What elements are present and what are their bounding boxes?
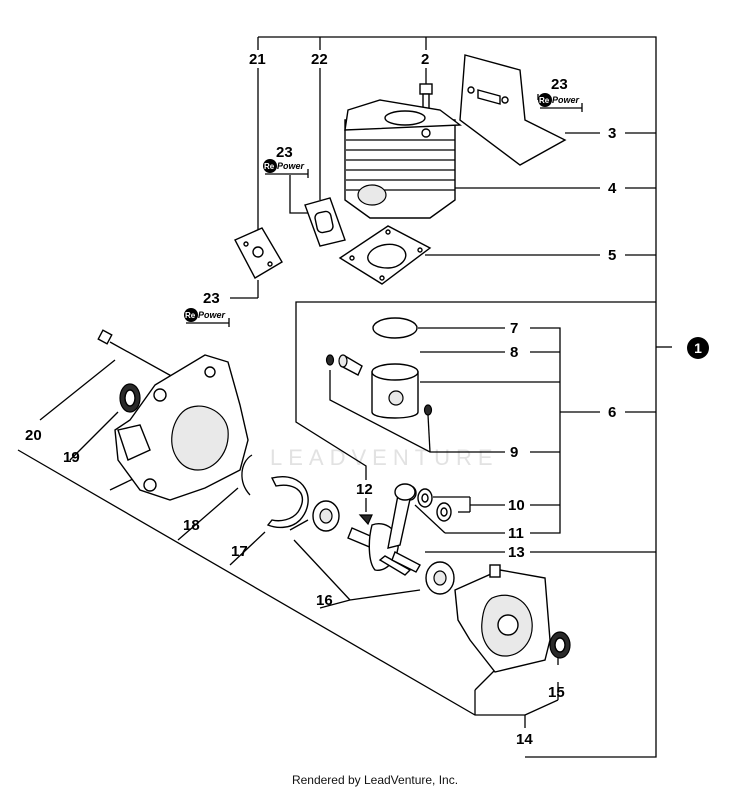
callout-16: 16 <box>316 592 333 609</box>
callout-11: 11 <box>508 525 524 542</box>
woodruff-key-icon <box>358 514 373 526</box>
callout-labels: 21 22 2 23 3 23 4 5 23 7 8 6 9 12 10 11 … <box>25 51 617 748</box>
callout-13: 13 <box>508 544 525 561</box>
piston-ring-icon <box>372 317 418 339</box>
callout-23-b: 23 <box>276 144 293 161</box>
callout-18: 18 <box>183 517 200 534</box>
callout-19: 19 <box>63 449 80 466</box>
callout-20: 20 <box>25 427 42 444</box>
leader-lines <box>17 36 672 758</box>
crankcase-left-icon <box>114 354 249 501</box>
oil-seal-right-icon <box>549 631 571 659</box>
svg-text:Power: Power <box>552 95 580 105</box>
callout-10: 10 <box>508 497 525 514</box>
needle-bearing-icon <box>417 488 452 522</box>
cylinder-gasket-icon <box>338 225 432 285</box>
repower-badge-1: Re Power <box>538 93 583 112</box>
callout-2: 2 <box>421 51 429 68</box>
svg-text:Re: Re <box>539 96 550 105</box>
repower-badge-3: Re Power <box>184 308 230 327</box>
crankcase-gasket-icon <box>266 475 309 529</box>
repower-badge-2: Re Power <box>263 159 309 178</box>
intake-gasket-icon <box>234 227 283 279</box>
svg-text:Power: Power <box>277 161 305 171</box>
callout-23-a: 23 <box>551 76 568 93</box>
callout-17: 17 <box>231 543 248 560</box>
heat-shield-icon <box>459 54 567 166</box>
footer-credit: Rendered by LeadVenture, Inc. <box>291 773 459 787</box>
piston-icon <box>371 363 419 419</box>
callout-1: 1 <box>687 337 709 359</box>
callout-6: 6 <box>608 404 616 421</box>
svg-text:Power: Power <box>198 310 226 320</box>
circlip-icon <box>325 354 433 416</box>
insulator-gasket-icon <box>304 197 346 247</box>
callout-21: 21 <box>249 51 266 68</box>
callout-4: 4 <box>608 180 617 197</box>
callout-5: 5 <box>608 247 616 264</box>
callout-15: 15 <box>548 684 565 701</box>
svg-text:Re: Re <box>264 162 275 171</box>
snap-ring-icon <box>241 454 253 496</box>
callout-12: 12 <box>356 481 373 498</box>
oil-seal-left-icon <box>119 383 141 413</box>
cylinder-icon <box>344 99 462 219</box>
callout-9: 9 <box>510 444 518 461</box>
callout-14: 14 <box>516 731 533 748</box>
svg-text:Re: Re <box>185 311 196 320</box>
callout-8: 8 <box>510 344 518 361</box>
watermark: LEADVENTURE <box>270 445 499 470</box>
callout-22: 22 <box>311 51 328 68</box>
callout-7: 7 <box>510 320 518 337</box>
crankshaft-icon <box>347 483 421 576</box>
crankcase-right-icon <box>454 564 551 673</box>
svg-text:1: 1 <box>694 340 702 356</box>
callout-23-c: 23 <box>203 290 220 307</box>
piston-pin-icon <box>338 354 363 376</box>
crankcase-screw-icon <box>97 329 176 379</box>
callout-3: 3 <box>608 125 616 142</box>
crankshaft-bearing-icon <box>312 500 455 595</box>
